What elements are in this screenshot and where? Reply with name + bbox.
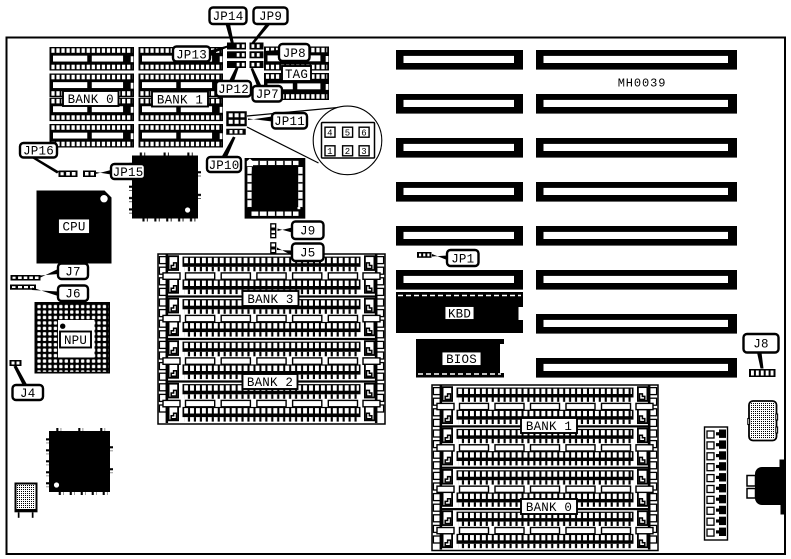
- svg-text:BANK 2: BANK 2: [247, 376, 293, 390]
- svg-text:1: 1: [327, 147, 333, 157]
- svg-text:KBD: KBD: [448, 307, 471, 321]
- svg-text:J8: J8: [753, 338, 768, 352]
- svg-text:JP13: JP13: [176, 48, 207, 62]
- svg-text:4: 4: [327, 128, 333, 138]
- svg-text:BANK 3: BANK 3: [247, 293, 293, 307]
- svg-text:JP1: JP1: [451, 252, 474, 266]
- svg-text:J4: J4: [20, 387, 35, 401]
- svg-text:BANK 1: BANK 1: [526, 420, 572, 434]
- svg-text:BANK 0: BANK 0: [526, 501, 572, 515]
- svg-text:BIOS: BIOS: [446, 353, 477, 367]
- svg-text:JP16: JP16: [23, 145, 54, 159]
- svg-text:JP11: JP11: [274, 115, 305, 129]
- svg-text:J9: J9: [300, 225, 315, 239]
- svg-text:CPU: CPU: [62, 221, 85, 235]
- svg-text:JP9: JP9: [259, 10, 282, 24]
- svg-text:J6: J6: [65, 288, 80, 302]
- svg-text:BANK 0: BANK 0: [68, 93, 114, 107]
- svg-text:5: 5: [345, 128, 351, 138]
- svg-text:JP12: JP12: [218, 83, 249, 97]
- svg-text:BANK 1: BANK 1: [157, 93, 203, 107]
- svg-text:JP10: JP10: [209, 159, 240, 173]
- svg-text:2: 2: [345, 147, 351, 157]
- svg-text:JP14: JP14: [213, 10, 244, 24]
- svg-text:6: 6: [361, 128, 367, 138]
- svg-text:NPU: NPU: [64, 334, 87, 348]
- svg-text:J5: J5: [300, 247, 315, 261]
- svg-text:JP8: JP8: [283, 47, 306, 61]
- svg-text:J7: J7: [65, 266, 80, 280]
- svg-text:TAG: TAG: [285, 68, 308, 82]
- svg-text:JP7: JP7: [256, 88, 279, 102]
- svg-text:JP15: JP15: [113, 166, 144, 180]
- svg-text:3: 3: [361, 147, 367, 157]
- svg-text:MH0039: MH0039: [618, 77, 667, 91]
